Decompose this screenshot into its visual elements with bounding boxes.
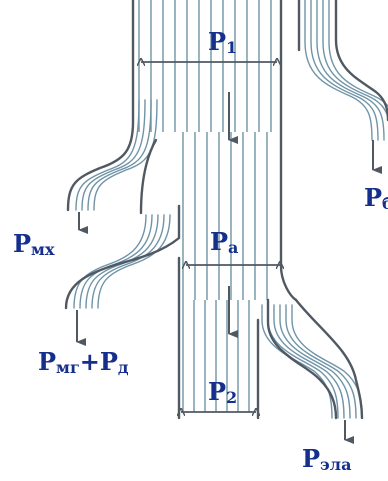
dimension-lines: [76, 62, 382, 444]
branch-pmx-stream-line: [93, 99, 158, 211]
label-pb: Pб: [364, 183, 388, 213]
branch-pmg-stream-line: [85, 214, 159, 309]
branch-pb-stream-line: [328, 0, 388, 108]
label-pa: Pa: [210, 227, 239, 257]
flow-frame: [64, 0, 388, 420]
branch-pmx-stream-line: [81, 99, 146, 211]
label-p2: P2: [208, 377, 238, 407]
frame-left-lower-outer: [64, 204, 181, 310]
branch-pmg-stream-line: [73, 214, 147, 309]
frame-left-inner-wedge: [139, 138, 158, 215]
label-pela: Pэла: [302, 444, 352, 474]
branch-pb-stream-line: [322, 0, 388, 122]
frame-pela-outer: [294, 298, 364, 420]
branch-pmg-stream-line: [97, 214, 171, 309]
branch-pmg-stream-line: [91, 214, 165, 309]
frame-right-main-wall: [279, 0, 298, 302]
frame-pela-inner: [266, 298, 338, 420]
branch-pb-stream-line: [304, 0, 373, 141]
label-pmx: Pмх: [13, 229, 55, 259]
branch-pela-stream-line: [261, 304, 333, 419]
frame-right-top-outer: [334, 0, 388, 122]
branch-pmx-stream-line: [87, 99, 152, 211]
branch-pela-stream-line: [279, 304, 351, 419]
flow-streams: [73, 0, 388, 419]
label-pmg-pd: Pмг+Pд: [38, 347, 129, 377]
branch-pela-stream-line: [273, 304, 345, 419]
branch-pb-stream-line: [310, 0, 379, 141]
branch-pela-stream-line: [285, 304, 357, 419]
frame-left-outer: [66, 0, 135, 212]
branch-pb-stream-line: [316, 0, 385, 141]
branch-pmx-stream-line: [75, 99, 140, 211]
label-p1: P1: [208, 27, 238, 57]
